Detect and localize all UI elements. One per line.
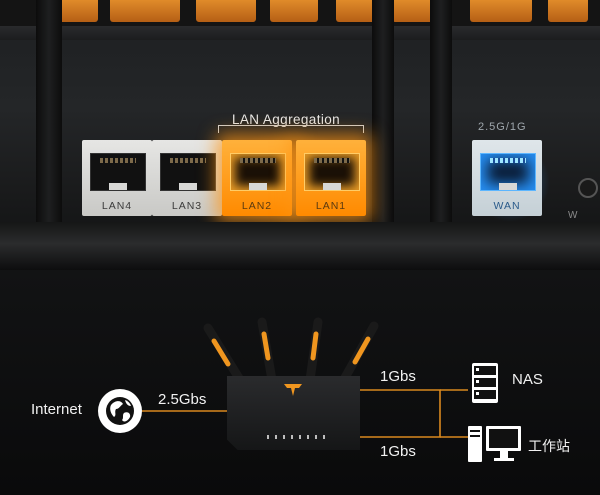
- internet-label: Internet: [31, 401, 82, 418]
- router-antennas: [203, 317, 379, 388]
- wps-button: [578, 178, 598, 198]
- wan-speed-label: 2.5G/1G: [478, 121, 527, 133]
- partial-port-label: W: [568, 210, 579, 221]
- workstation-icon: [468, 426, 521, 462]
- workstation-link-speed: 1Gbs: [380, 443, 416, 460]
- antenna-right: [430, 0, 452, 240]
- ethernet-port-icon: [480, 153, 536, 191]
- workstation-label: 工作站: [528, 439, 570, 455]
- globe-icon: [98, 389, 142, 433]
- router-status-lights: [267, 435, 327, 439]
- wan-port: WAN: [472, 140, 542, 216]
- lan4-port: LAN4: [82, 140, 152, 216]
- lan3-port: LAN3: [152, 140, 222, 216]
- port-label: WAN: [493, 200, 521, 212]
- lan-aggregation-label: LAN Aggregation: [232, 112, 341, 127]
- ethernet-port-icon: [304, 153, 360, 191]
- lan2-port: LAN2: [222, 140, 292, 216]
- antenna-left: [36, 0, 62, 240]
- router-top-trim: [0, 0, 600, 26]
- ethernet-port-icon: [160, 153, 216, 191]
- port-label: LAN4: [101, 200, 133, 212]
- router-bottom-lip: [0, 222, 600, 270]
- nas-link-speed: 1Gbs: [380, 368, 416, 385]
- port-label: LAN1: [315, 200, 347, 212]
- port-label: LAN2: [241, 200, 273, 212]
- router-ports-photo: LAN Aggregation 2.5G/1G LAN4 LAN3 LAN2 L…: [0, 0, 600, 270]
- ethernet-port-icon: [230, 153, 286, 191]
- wan-link-speed: 2.5Gbs: [158, 391, 207, 408]
- nas-label: NAS: [512, 371, 543, 388]
- antenna-middle: [372, 0, 394, 240]
- connection-lines: [142, 389, 468, 438]
- lan1-port: LAN1: [296, 140, 366, 216]
- lan-aggregation-bracket: [218, 125, 364, 133]
- lan-aggregation-loop: [360, 389, 441, 438]
- port-label: LAN3: [171, 200, 203, 212]
- ethernet-port-icon: [90, 153, 146, 191]
- nas-server-icon: [472, 363, 498, 403]
- tuf-logo-icon: [284, 384, 302, 396]
